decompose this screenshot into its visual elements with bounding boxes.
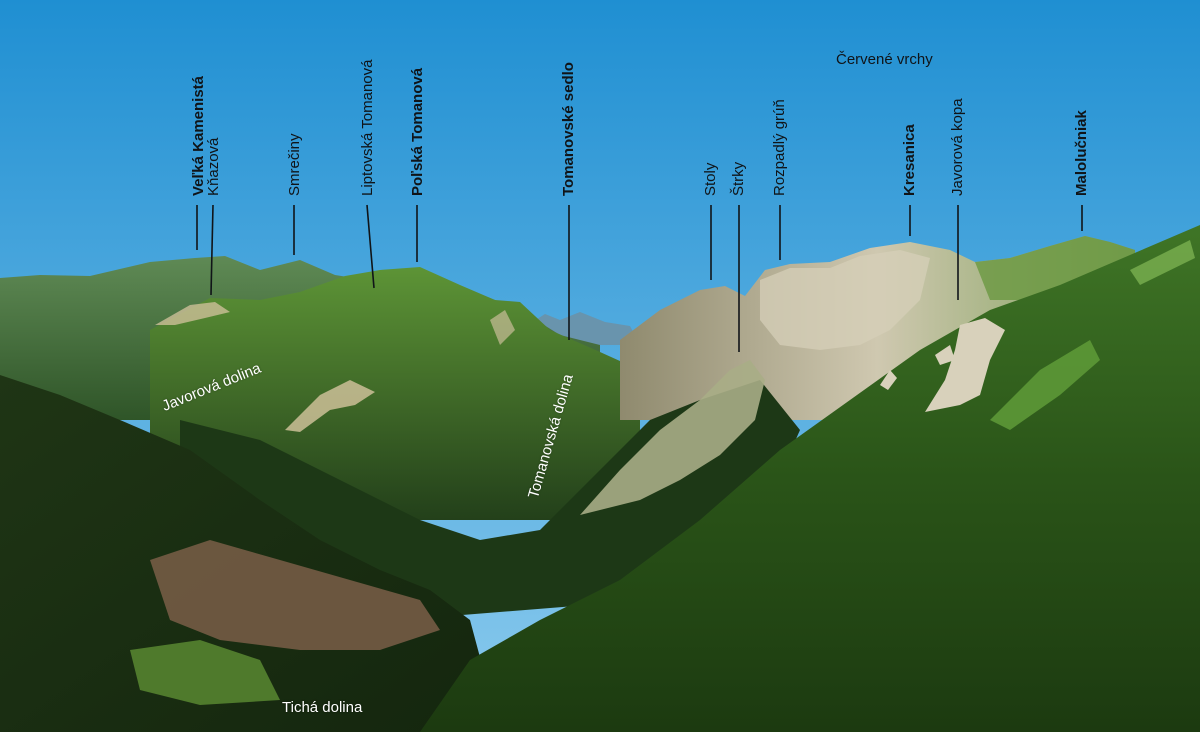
pointer-lines bbox=[196, 204, 1083, 352]
valley-label-ticha: Tichá dolina bbox=[282, 699, 363, 716]
peak-label-knazova: Kňazová bbox=[205, 137, 222, 196]
grass-glade bbox=[1130, 240, 1195, 285]
peak-label-polska-tomanova: Poľská Tomanová bbox=[409, 67, 426, 196]
peak-label-liptovska-tomanova: Liptovská Tomanová bbox=[359, 59, 376, 196]
right-forest-slope bbox=[420, 225, 1200, 732]
windthrow-area bbox=[150, 540, 440, 650]
peak-label-strky: Štrky bbox=[730, 161, 747, 196]
peak-label-kresanica: Kresanica bbox=[901, 124, 918, 196]
limestone-face bbox=[760, 250, 930, 350]
rock-outcrop-small bbox=[880, 370, 897, 390]
peak-label-javorova-kopa: Javorová kopa bbox=[949, 98, 966, 196]
peak-label-smreciny: Smrečiny bbox=[286, 133, 303, 196]
scree-patch bbox=[490, 310, 515, 345]
strky-rib bbox=[580, 360, 765, 515]
scree-patch bbox=[155, 302, 230, 325]
peak-label-velka-kamenista: Veľká Kamenistá bbox=[190, 75, 207, 196]
rock-outcrop bbox=[925, 318, 1005, 412]
grass-glade bbox=[990, 340, 1100, 430]
peak-label-stoly: Stoly bbox=[702, 162, 719, 196]
meadow bbox=[130, 640, 280, 705]
scree-patch bbox=[285, 380, 375, 432]
peak-label-rozpadly-grun: Rozpadlý grúň bbox=[771, 99, 788, 196]
peak-label-tomanovske-sedlo: Tomanovské sedlo bbox=[560, 62, 577, 196]
peak-label-malolucniak: Malolučniak bbox=[1073, 110, 1090, 196]
rock-outcrop-small bbox=[935, 345, 955, 365]
pointer-line bbox=[210, 204, 214, 296]
range-label-cervene-vrchy: Červené vrchy bbox=[836, 51, 933, 68]
pointer-line bbox=[366, 204, 375, 289]
